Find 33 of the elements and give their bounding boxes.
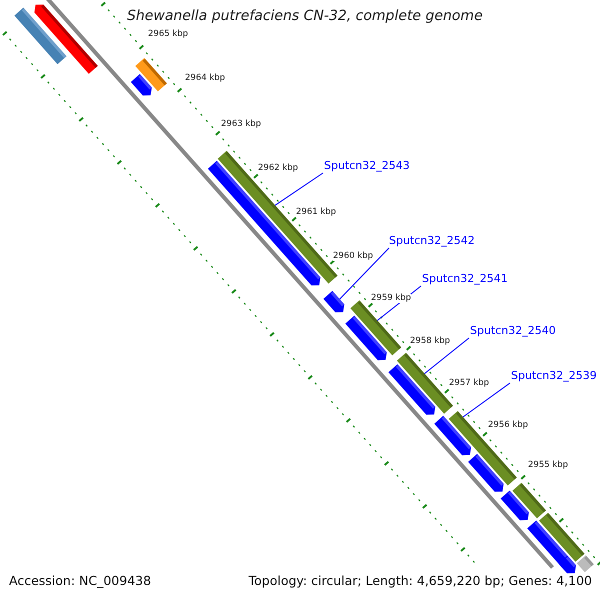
gene-label: Sputcn32_2543 [324,160,410,172]
genome-stats-text: Topology: circular; Length: 4,659,220 bp; Genes: 4,100 [248,574,592,588]
gene-label: Sputcn32_2539 [511,370,597,382]
title: Shewanella putrefaciens CN-32, complete genome [127,9,483,24]
scale-label: 2958 kbp [410,337,450,346]
gene-label: Sputcn32_2540 [470,325,556,338]
scale-label: 2965 kbp [148,30,188,40]
leader-line [462,382,510,418]
scale-label: 2963 kbp [221,120,262,130]
gene-block [434,416,472,456]
gene-block [468,454,504,492]
leader-line [424,338,470,374]
scale-label: 2956 kbp [488,421,528,430]
gene-block [500,490,529,520]
gene-label: Sputcn32_2542 [389,235,475,248]
gene-block [345,316,387,360]
leader-line [274,172,324,206]
gene-block [34,4,98,74]
scale-label: 2960 kbp [333,252,374,262]
scale-label: 2955 kbp [528,461,568,470]
gene-label: Sputcn32_2541 [422,273,508,286]
scale-label: 2961 kbp [296,208,336,218]
scale-label: 2962 kbp [258,164,298,174]
gene-bar [576,555,594,572]
scale-label: 2957 kbp [449,379,490,388]
scale-label: 2964 kbp [185,74,226,84]
accession-text: Accession: NC_009438 [9,574,152,588]
gene-block [558,556,576,574]
gene-block [130,74,152,96]
gene-block [323,290,344,312]
scale-label: 2959 kbp [371,294,412,304]
leader-line [339,248,390,300]
gene-block [388,364,436,415]
